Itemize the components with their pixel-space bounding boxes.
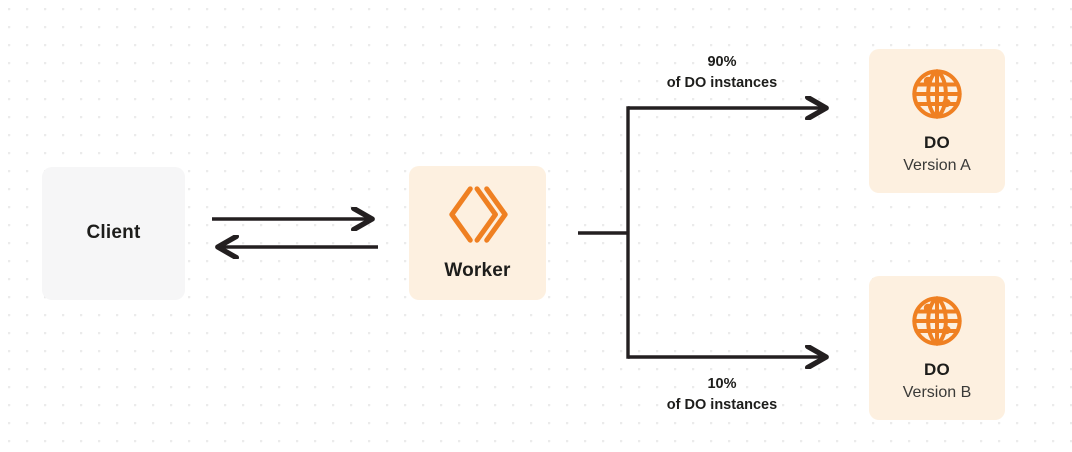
- edge-label-do-b-percent: 10%: [707, 376, 737, 392]
- durable-object-globe-icon: [908, 65, 966, 123]
- edge-label-do-b: 10% of DO instances: [627, 374, 817, 416]
- branch-connector: [578, 106, 630, 359]
- node-do-b-label: DO: [924, 359, 950, 379]
- node-do-b-sublabel: Version B: [902, 384, 972, 402]
- edge-label-do-b-caption: of DO instances: [666, 397, 778, 414]
- node-do-a-sublabel: Version A: [903, 157, 971, 175]
- node-client[interactable]: Client: [42, 167, 185, 300]
- cloudflare-workers-icon: [447, 184, 509, 246]
- durable-object-globe-icon: [908, 292, 966, 350]
- node-worker[interactable]: Worker: [409, 166, 546, 300]
- node-client-label: Client: [86, 222, 141, 244]
- edge-label-do-a-caption: of DO instances: [666, 75, 778, 92]
- node-do-version-a[interactable]: DO Version A: [869, 49, 1005, 193]
- edge-label-do-a: 90% of DO instances: [627, 52, 817, 94]
- node-worker-label: Worker: [444, 259, 511, 281]
- edge-label-do-a-percent: 90%: [707, 54, 737, 70]
- node-do-version-b[interactable]: DO Version B: [869, 276, 1005, 420]
- node-do-a-label: DO: [924, 132, 950, 152]
